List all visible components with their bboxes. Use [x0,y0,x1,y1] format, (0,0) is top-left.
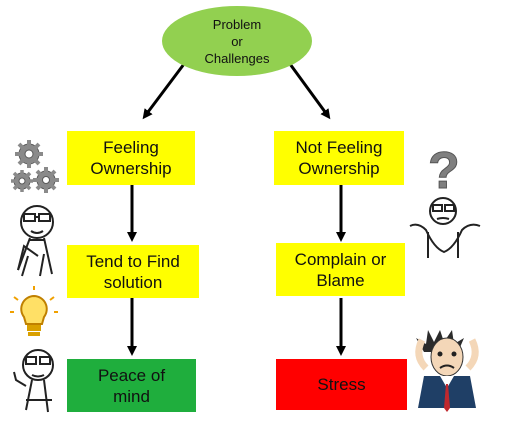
stressed-person-icon [415,330,479,412]
arrow-root-to-feeling [142,63,186,120]
node-tend-to-find-solution: Tend to Find solution [67,245,199,298]
node-label-line: Ownership [90,159,172,178]
gears-icon [11,140,59,193]
node-label-line: Tend to Find [86,251,180,271]
confused-person-icon [409,197,481,258]
node-label-line: Blame [316,270,365,290]
thinking-person-icon [17,205,54,277]
node-label-line: solution [103,272,163,292]
root-label-line: Challenges [204,50,270,66]
node-complain-or-blame: Complain or Blame [276,243,405,296]
lightbulb-icon [10,286,58,336]
node-feeling-ownership: Feeling Ownership [67,131,195,185]
node-not-feeling-ownership: Not Feeling Ownership [274,131,404,185]
root-node-problem: Problem or Challenges [162,6,312,76]
question-mark-icon: ? [428,142,461,201]
node-label-line: Not Feeling [295,138,383,157]
node-label-line: Complain or [294,249,387,269]
root-label-line: or [231,33,243,49]
node-label-line: Ownership [298,159,380,178]
node-label-line: mind [113,386,150,406]
node-label-line: Stress [317,375,366,394]
arrow-root-to-not-feeling [288,63,331,120]
node-peace-of-mind: Peace of mind [67,359,196,412]
node-stress: Stress [276,359,407,410]
node-label-line: Peace of [97,365,166,385]
pointing-person-icon [13,349,54,413]
svg-text:?: ? [428,142,460,200]
node-label-line: Feeling [103,138,159,157]
root-label-line: Problem [212,16,262,32]
